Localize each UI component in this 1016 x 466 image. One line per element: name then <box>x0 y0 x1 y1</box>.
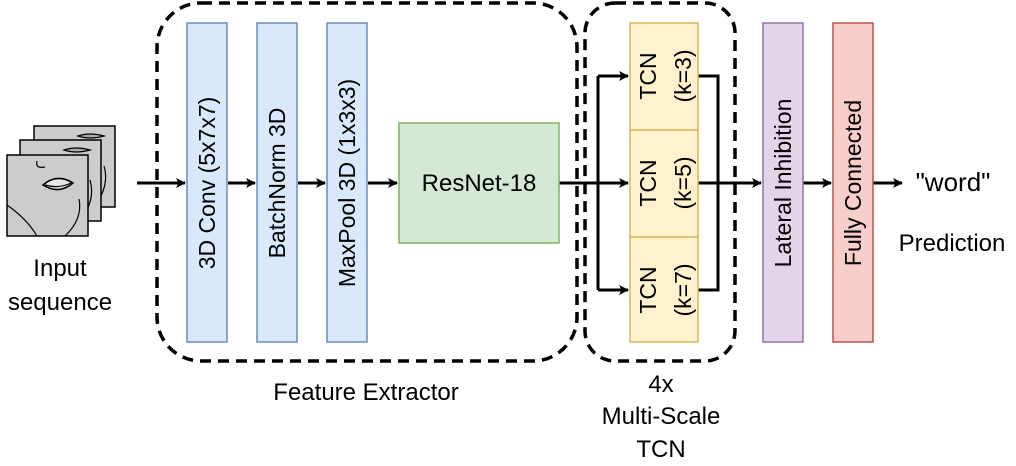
resnet-block <box>398 122 560 244</box>
tcn-k3-name: TCN <box>635 52 661 99</box>
fully-connected-label: Fully Connected <box>840 100 866 266</box>
tcn-k3-block <box>629 22 699 131</box>
conv3d-label: 3D Conv (5x7x7) <box>194 97 220 270</box>
tcn-k7-kernel: (k=7) <box>670 263 696 316</box>
lateral-inhibition-block <box>762 22 804 343</box>
fully-connected-block <box>832 22 874 343</box>
tcn-caption-line1: 4x <box>648 371 673 398</box>
lateral-inhibition-label: Lateral Inhibition <box>770 99 796 268</box>
batchnorm-block <box>256 22 298 343</box>
tcn-k3-kernel: (k=3) <box>670 49 696 102</box>
tcn-k7-block <box>629 236 699 343</box>
feature-extractor-caption: Feature Extractor <box>273 379 458 406</box>
tcn-caption-line2: Multi-Scale <box>602 403 721 430</box>
feature-extractor-group <box>155 1 579 363</box>
resnet-label: ResNet-18 <box>422 170 537 197</box>
maxpool-block <box>326 22 368 343</box>
multiscale-tcn-group <box>583 1 737 363</box>
tcn-k7-name: TCN <box>635 266 661 313</box>
output-prediction-label: Prediction <box>899 230 1006 257</box>
output-word: "word" <box>916 167 991 197</box>
input-frames-icon <box>6 125 116 237</box>
tcn-k5-kernel: (k=5) <box>670 156 696 209</box>
batchnorm-label: BatchNorm 3D <box>264 108 290 259</box>
input-label-line1: Input <box>33 255 87 282</box>
tcn-k5-block <box>629 129 699 238</box>
tcn-caption-line3: TCN <box>636 436 685 463</box>
tcn-k5-name: TCN <box>635 159 661 206</box>
maxpool-label: MaxPool 3D (1x3x3) <box>334 79 360 287</box>
input-label-line2: sequence <box>8 289 112 316</box>
conv3d-block <box>186 22 228 343</box>
